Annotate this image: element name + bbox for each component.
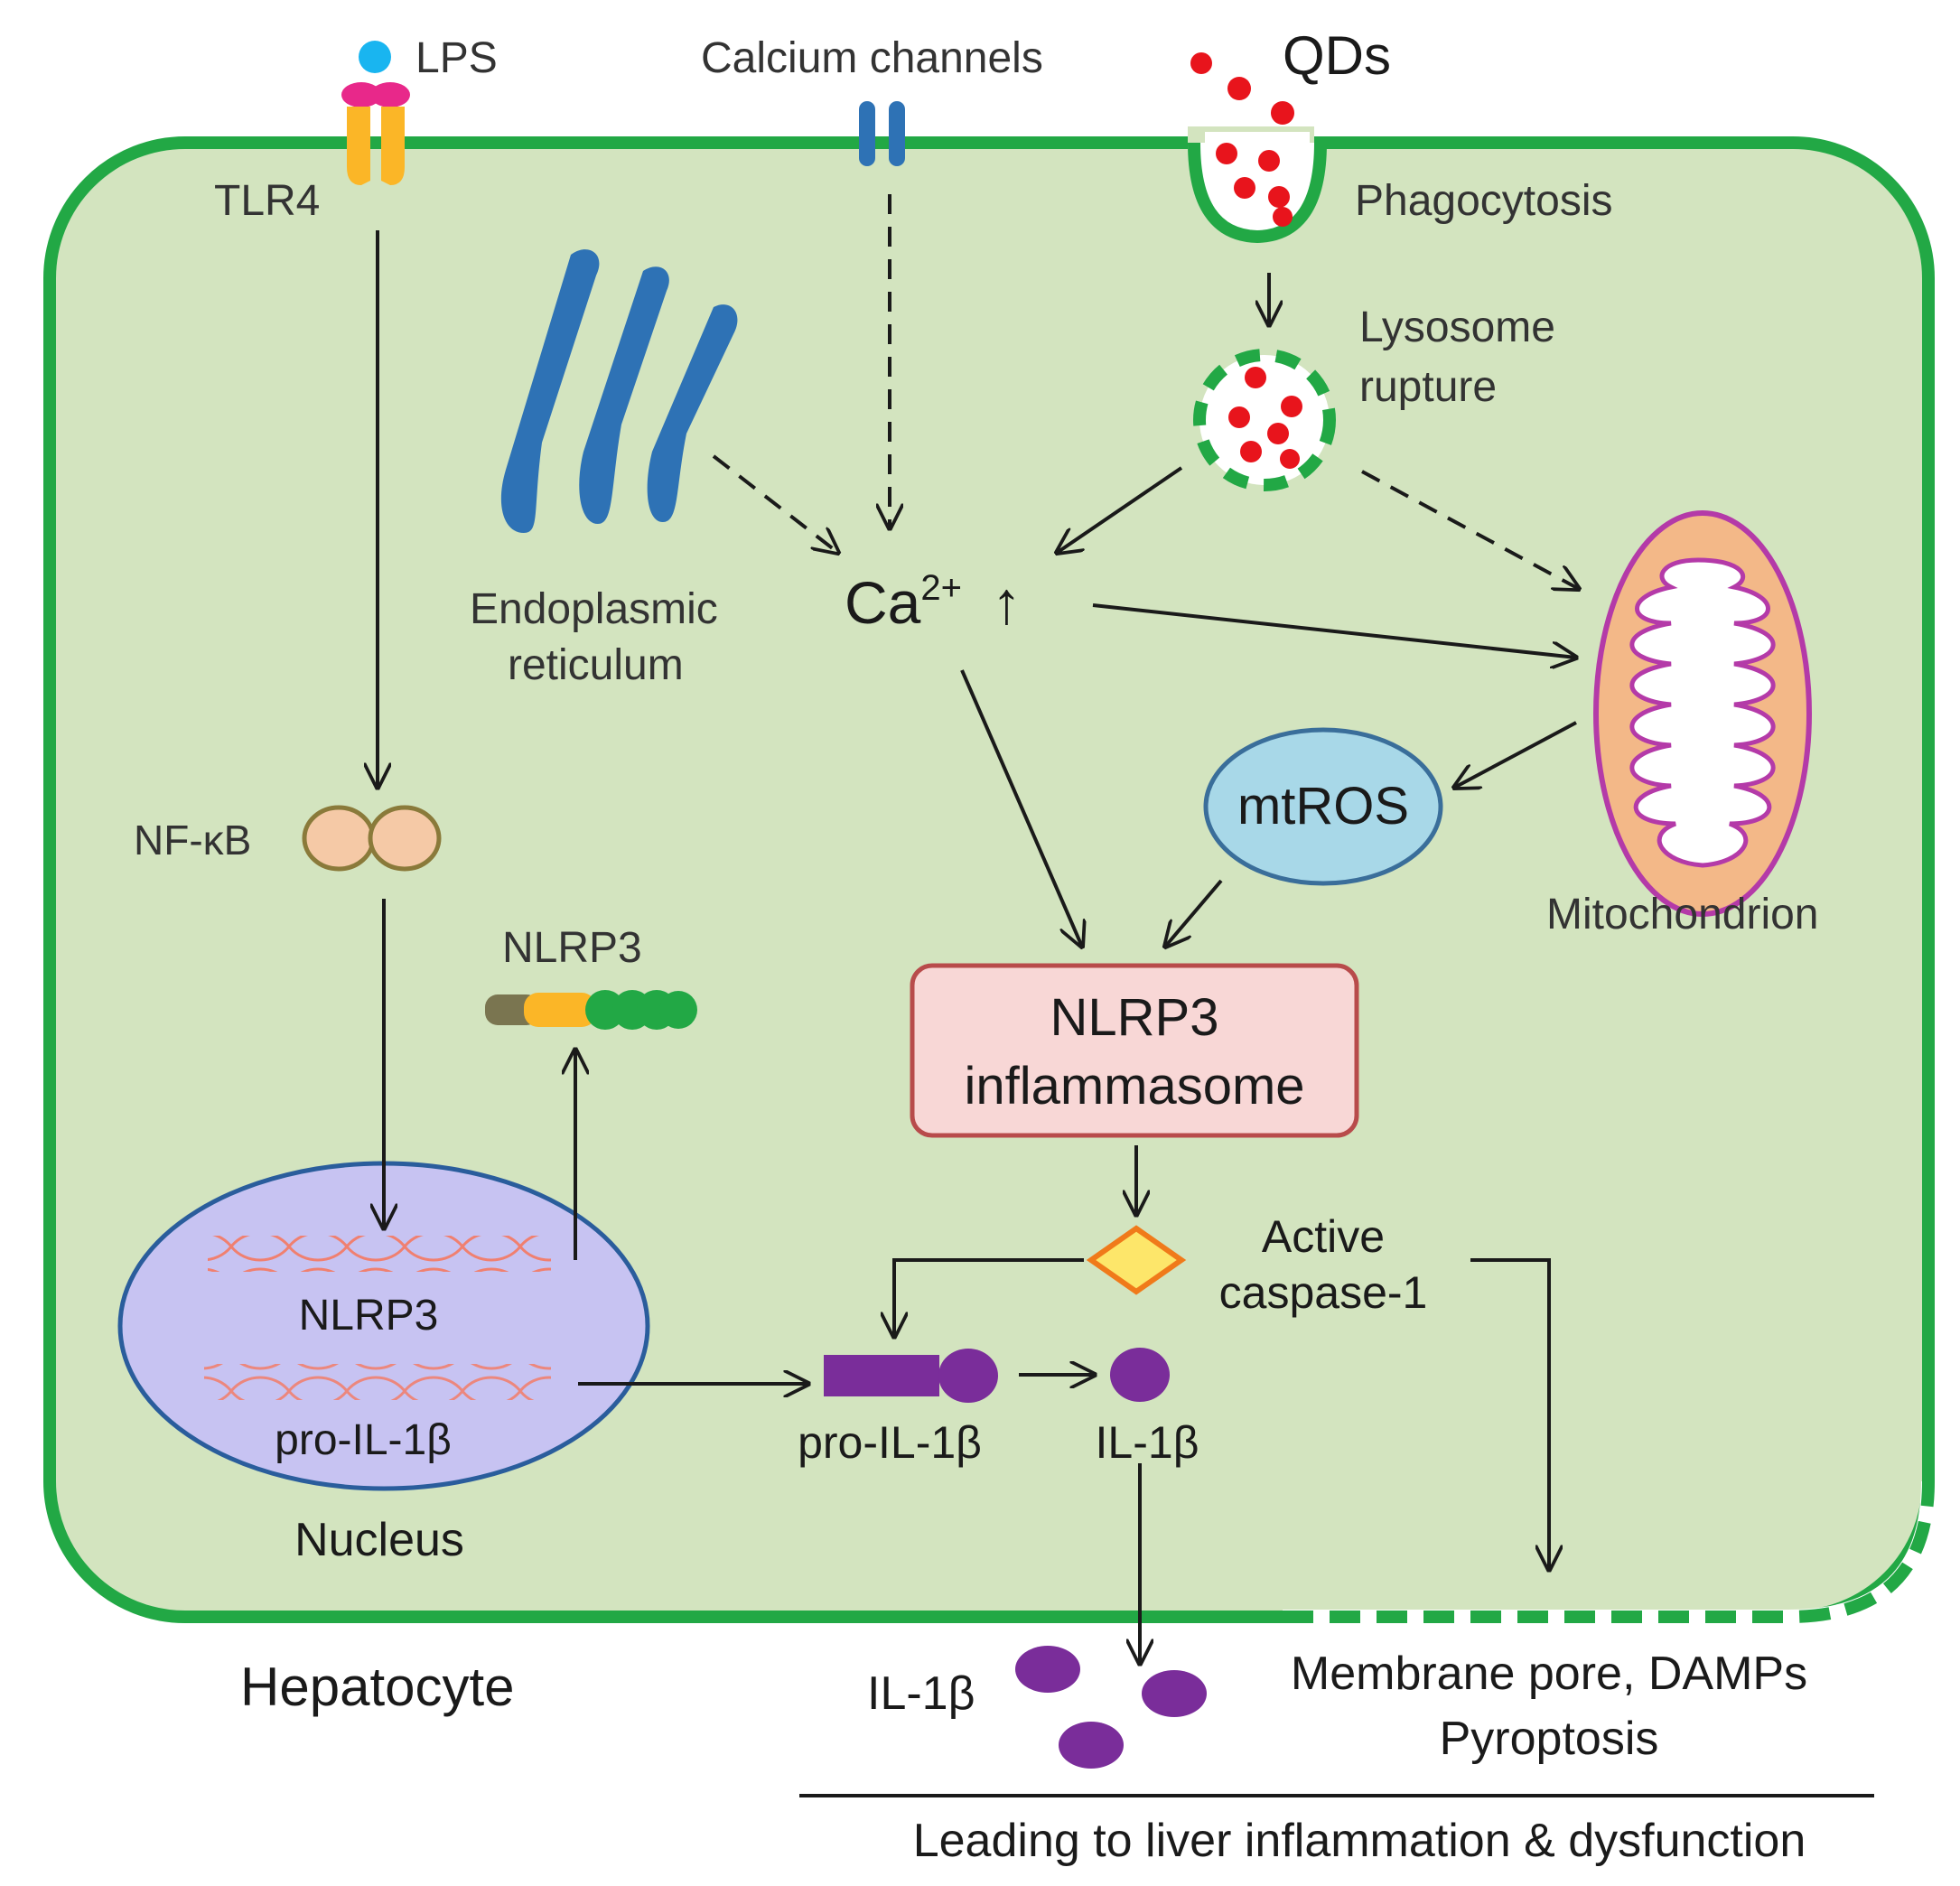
mtros-label: mtROS	[1237, 777, 1409, 836]
inflammasome-label-line2: inflammasome	[964, 1057, 1304, 1116]
mitochondrion	[1593, 510, 1812, 917]
released-il1b	[1015, 1646, 1207, 1769]
lps-molecule	[359, 41, 391, 73]
pro-il1b-protein	[824, 1349, 998, 1403]
caspase-1-diamond	[1086, 1225, 1187, 1295]
arrow-lysosome-mito	[1361, 470, 1579, 589]
nlrp3-protein-label: NLRP3	[502, 924, 642, 972]
hepatocyte-label: Hepatocyte	[240, 1657, 515, 1717]
calcium-channels-label: Calcium channels	[701, 34, 1043, 82]
phagocytosis-label: Phagocytosis	[1355, 177, 1613, 225]
lps-label: LPS	[415, 34, 498, 82]
membrane-pore-label: Membrane pore, DAMPs	[1291, 1648, 1807, 1700]
qd-particles	[1190, 52, 1294, 227]
pathway-arrows	[378, 194, 1579, 1664]
lysosome	[1193, 349, 1336, 491]
nucleus-gene-pro-il1b: pro-IL-1β	[275, 1416, 452, 1464]
er-label-line2: reticulum	[508, 641, 684, 689]
membrane-pore-dashes	[1283, 1480, 1935, 1623]
arrow-caspase-pyroptosis	[1470, 1258, 1549, 1570]
released-il1b-label: IL-1β	[867, 1667, 975, 1720]
calcium-base: Ca	[845, 569, 921, 636]
pro-il1b-label: pro-IL-1β	[798, 1417, 982, 1468]
endoplasmic-reticulum	[500, 249, 738, 533]
qds-label: QDs	[1283, 25, 1391, 86]
il1b-protein	[1110, 1348, 1170, 1402]
dna-strand-pro-il1b	[204, 1364, 551, 1400]
arrow-calcium-inflammasome	[960, 669, 1082, 947]
dna-strand-nlrp3	[208, 1236, 551, 1272]
nlrp3-inflammasome-box	[910, 963, 1359, 1138]
nucleus-gene-nlrp3: NLRP3	[299, 1292, 439, 1340]
calcium-channel	[859, 101, 905, 166]
arrow-mito-mtros	[1454, 721, 1577, 788]
calcium-charge: 2+	[920, 568, 962, 608]
arrow-er-calcium	[712, 454, 838, 553]
nucleus-label: Nucleus	[294, 1514, 464, 1566]
conclusion-label: Leading to liver inflammation & dysfunct…	[913, 1815, 1806, 1867]
tlr4-receptor	[341, 41, 410, 185]
calcium-increase-arrow: ↑	[992, 569, 1022, 636]
er-label-line1: Endoplasmic	[470, 585, 718, 633]
nfkb-label: NF-κB	[134, 817, 251, 864]
arrow-calcium-mito	[1092, 603, 1576, 658]
lysosome-label-line1: Lysosome	[1359, 303, 1555, 351]
tlr4-label: TLR4	[214, 177, 320, 225]
nlrp3-protein	[485, 990, 697, 1030]
caspase-label-line2: caspase-1	[1219, 1267, 1428, 1318]
nfkb-complex	[302, 805, 442, 872]
il1b-label: IL-1β	[1096, 1417, 1199, 1468]
arrow-lysosome-calcium	[1057, 466, 1183, 553]
arrow-caspase-proil1b	[894, 1258, 1084, 1337]
pyroptosis-label: Pyroptosis	[1440, 1713, 1659, 1765]
calcium-ion-label: Ca2+	[845, 568, 962, 636]
mitochondrion-label: Mitochondrion	[1546, 891, 1819, 938]
arrow-mtros-inflammasome	[1165, 879, 1223, 947]
inflammasome-label-line1: NLRP3	[1050, 988, 1219, 1047]
mtros-bubble	[1203, 727, 1443, 886]
lysosome-label-line2: rupture	[1359, 363, 1497, 411]
caspase-label-line1: Active	[1262, 1211, 1385, 1262]
